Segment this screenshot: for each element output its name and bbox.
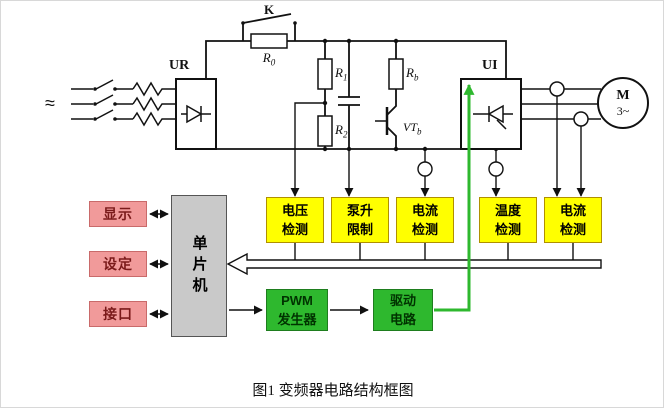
braking-resistor-rb [388,58,404,90]
current-transformer-2 [573,111,589,127]
dc-bus-wiring [205,13,507,152]
gate-drive-line [434,83,475,312]
current-detect-box-1: 电流 检测 [396,197,454,243]
contactor-label: K [263,2,275,17]
figure-caption: 图1 变频器电路结构框图 [252,383,414,399]
motor-phase-label: 3~ [616,104,630,118]
pump-limit-box: 泵升 限制 [331,197,389,243]
r0-label: R0 [262,50,276,68]
interface-box: 接口 [89,301,147,327]
r1-label: R1 [335,65,348,83]
pwm-generator-box: PWM 发生器 [266,289,328,331]
motor-output [521,77,649,129]
dc-current-sensor [417,161,433,177]
feedback-bus-arrow [226,252,602,276]
vtb-label: VTb [403,120,422,137]
current-transformer-1 [549,81,565,97]
rb-label: Rb [406,65,419,83]
three-phase-input-lines [71,79,176,127]
display-box: 显示 [89,201,147,227]
motor-label: M [616,88,630,103]
sense-lines [290,96,586,197]
ac-source-symbol: ≈ [45,93,55,113]
block-connectors [149,209,574,319]
filter-capacitor [338,41,360,149]
motor-circle [597,77,649,129]
r2-label: R2 [335,122,348,140]
temperature-detect-box: 温度 检测 [479,197,537,243]
current-detect-box-2: 电流 检测 [544,197,602,243]
temperature-sensor [488,161,504,177]
rectifier-symbol [175,78,217,150]
voltage-detect-box: 电压 检测 [266,197,324,243]
rectifier-label: UR [169,58,190,73]
drive-circuit-box: 驱动 电路 [373,289,433,331]
divider-resistor-r2 [317,115,333,147]
contactor-k-blade [242,13,292,24]
braking-chopper [375,41,404,149]
inverter-symbol [460,78,522,150]
inverter-label: UI [482,58,498,73]
mcu-box: 单片机 [171,195,227,337]
divider-resistor-r1 [317,58,333,90]
setting-box: 设定 [89,251,147,277]
precharge-resistor-r0 [250,33,288,49]
